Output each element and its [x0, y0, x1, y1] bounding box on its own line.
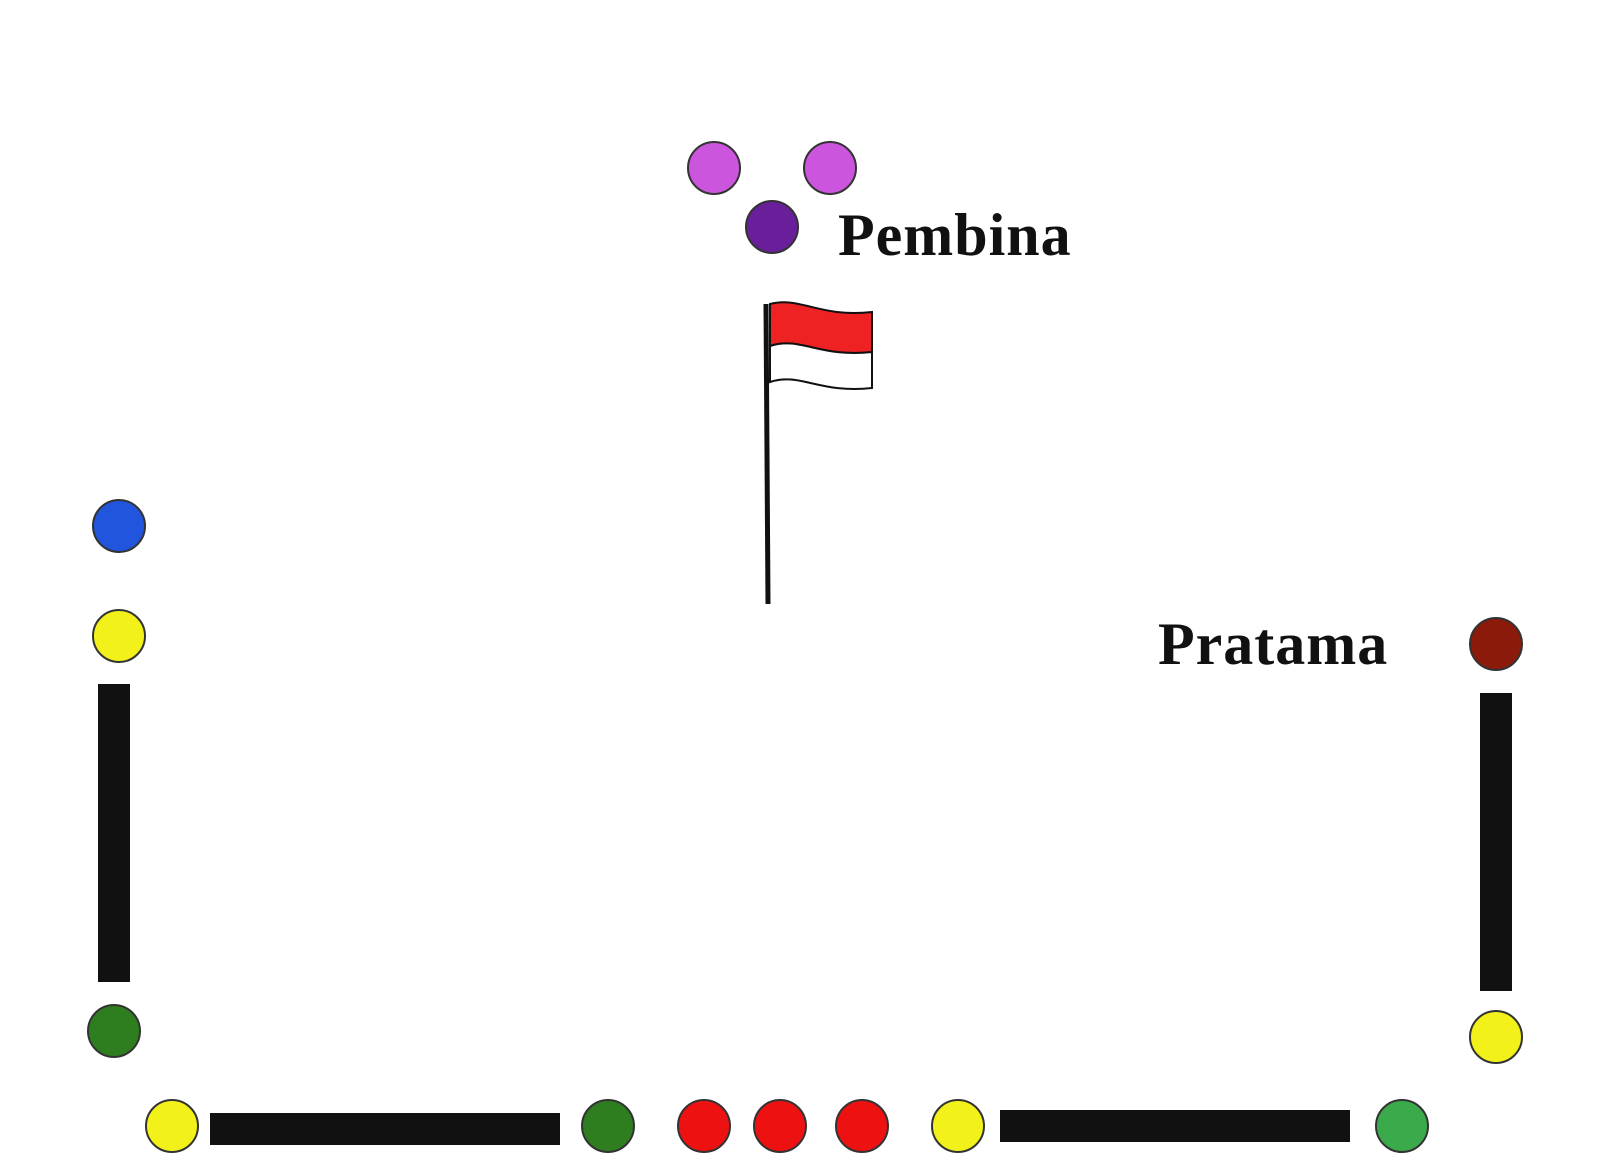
pratama-label: Pratama	[1158, 611, 1389, 677]
bottom-red-dot-1	[677, 1099, 731, 1153]
bottom-yellow-dot-2	[931, 1099, 985, 1153]
bottom-yellow-dot-1	[145, 1099, 199, 1153]
bottom-green-dot-2	[1375, 1099, 1429, 1153]
pembina-member-left-dot	[687, 141, 741, 195]
right-troop-bar	[1480, 693, 1512, 991]
right-yellow-dot	[1469, 1010, 1523, 1064]
pratama-dot	[1469, 617, 1523, 671]
left-green-dot	[87, 1004, 141, 1058]
bottom-red-dot-2	[753, 1099, 807, 1153]
left-blue-dot	[92, 499, 146, 553]
bottom-green-dot-1	[581, 1099, 635, 1153]
pembina-leader-dot	[745, 200, 799, 254]
pembina-member-right-dot	[803, 141, 857, 195]
bottom-left-troop-bar	[210, 1113, 560, 1145]
left-troop-bar	[98, 684, 130, 982]
flag-white-stripe	[769, 342, 873, 390]
bottom-red-dot-3	[835, 1099, 889, 1153]
bottom-right-troop-bar	[1000, 1110, 1350, 1142]
pembina-label: Pembina	[838, 202, 1072, 268]
flag-icon	[763, 301, 873, 605]
left-yellow-dot	[92, 609, 146, 663]
flag-pole	[763, 303, 771, 605]
